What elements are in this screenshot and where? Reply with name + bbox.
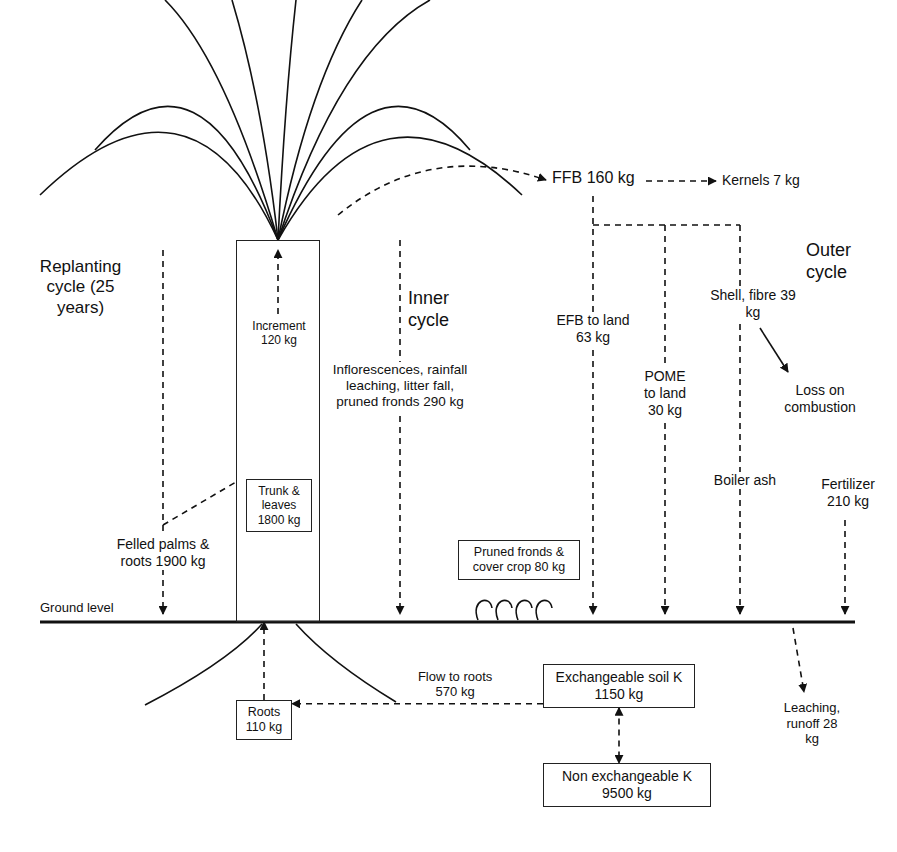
loss-arrow — [760, 328, 788, 372]
cover-crop — [476, 600, 492, 620]
frond — [278, 137, 522, 240]
flow-connector — [292, 703, 543, 705]
node-text: Non exchangeable K 9500 kg — [547, 768, 707, 802]
felled-link — [163, 482, 236, 525]
reserve-k-box: Non exchangeable K 9500 kg — [543, 763, 711, 807]
flow-label: Leaching, runoff 28 kg — [780, 700, 844, 747]
flow-label: Boiler ash — [700, 472, 790, 489]
frond — [278, 0, 296, 240]
frond — [232, 0, 278, 240]
soil-k-box: Exchangeable soil K 1150 kg — [543, 664, 695, 708]
cover-crop — [516, 600, 532, 620]
frond — [95, 106, 278, 240]
node-text: Pruned fronds & cover crop 80 kg — [462, 545, 576, 575]
frond — [165, 0, 278, 240]
flow-label: Felled palms & roots 1900 kg — [113, 536, 213, 570]
node-text: Increment 120 kg — [243, 319, 315, 348]
ground-line — [40, 621, 855, 624]
ground-label: Ground level — [40, 600, 140, 616]
inner-cycle-flow — [399, 240, 401, 614]
trunk-outline: Increment 120 kg Trunk & leaves 1800 kg — [236, 240, 320, 622]
flow-label: Loss on combustion — [770, 382, 870, 416]
ash-flow — [739, 225, 741, 614]
cover-crop — [496, 600, 512, 620]
root-line — [296, 624, 396, 702]
cycle-title: Replanting cycle (25 years) — [28, 257, 133, 318]
pome-flow — [664, 225, 666, 614]
flow-label: Shell, fibre 39 kg — [708, 287, 798, 321]
product-label: Kernels 7 kg — [722, 172, 822, 189]
leaching-flow — [793, 628, 804, 692]
node-text: Roots 110 kg — [240, 705, 288, 735]
kernel-arrow — [646, 180, 716, 182]
flow-label: POME to land 30 kg — [637, 368, 693, 418]
pruned-fronds-box: Pruned fronds & cover crop 80 kg — [458, 540, 580, 580]
fertilizer-flow — [844, 520, 846, 614]
ffb-arrow — [338, 166, 546, 215]
mill-branch — [593, 224, 740, 226]
cycle-title: Outer cycle — [806, 240, 876, 283]
increment-arrow — [277, 250, 279, 314]
cycle-title: Inner cycle — [408, 288, 468, 331]
connector-label: Flow to roots 570 kg — [407, 669, 503, 700]
flow-label: Inflorescences, rainfall leaching, litte… — [330, 362, 470, 411]
flow-connector — [618, 708, 620, 763]
frond — [40, 132, 278, 240]
product-label: FFB 160 kg — [552, 168, 662, 187]
root-line — [145, 624, 262, 705]
node-text: Trunk & leaves 1800 kg — [250, 484, 308, 527]
trunk-box: Trunk & leaves 1800 kg — [246, 479, 312, 532]
frond — [278, 106, 470, 240]
efb-flow — [592, 196, 594, 614]
roots-box: Roots 110 kg — [236, 700, 292, 740]
flow-label: Fertilizer 210 kg — [808, 476, 888, 510]
flow-connector — [263, 622, 265, 700]
node-text: Exchangeable soil K 1150 kg — [547, 669, 691, 703]
cover-crop — [536, 600, 552, 620]
flow-label: EFB to land 63 kg — [549, 312, 637, 346]
